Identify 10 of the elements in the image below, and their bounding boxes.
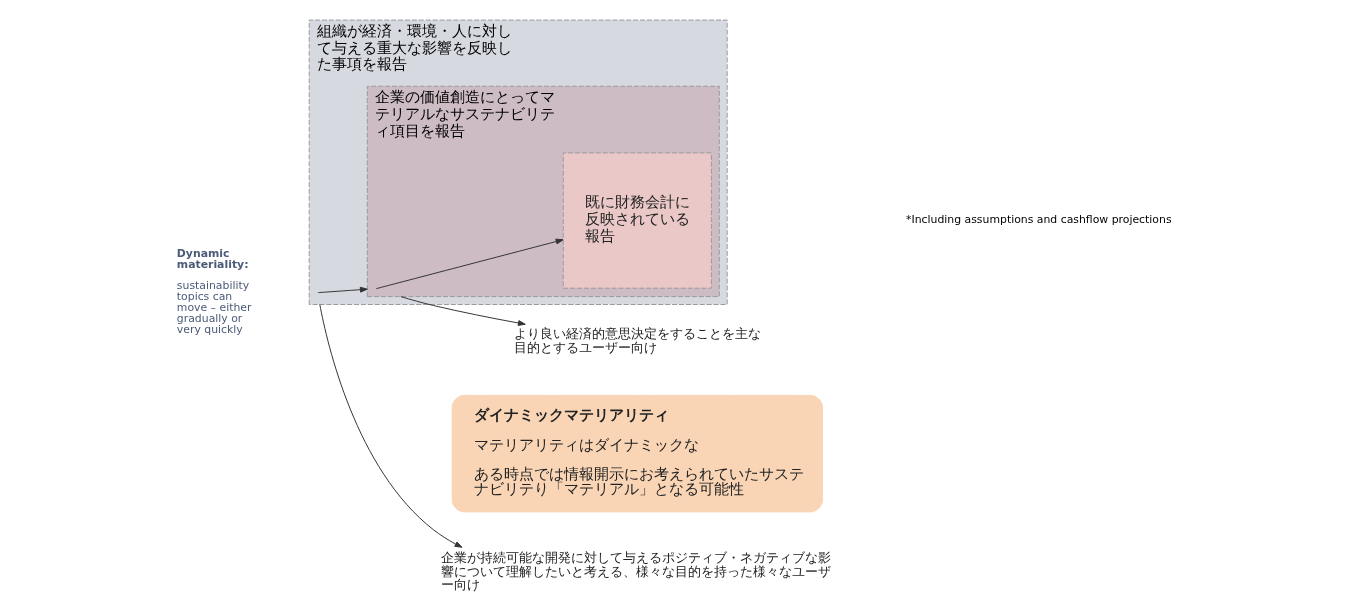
node-text: より良い経済的意思決定をすることを主な目的とするユーザー向け <box>513 326 761 356</box>
arrow <box>375 238 564 290</box>
arrow <box>399 296 526 326</box>
arrow <box>316 286 368 294</box>
node-text: 企業が持続可能な開発に対して与えるポジティブ・ネガティブな影響について理解したいと考える、様々な目的を持った様々なユーザー向け <box>440 549 831 593</box>
node-box: 既に財務会計に反映されている報告 <box>562 152 712 289</box>
arrow <box>318 304 462 548</box>
node-text: Dynamic materiality: sustainability topics can move – either gradually or very quickly <box>176 246 252 336</box>
label: *Including assumptions and cashflow projections <box>905 213 1172 227</box>
node-box: ダイナミックマテリアリティ マテリアリティはダイナミックな ある時点では情報開示にお考えられていたサステナビリテり「マテリアル」となる可能性 <box>451 394 823 513</box>
